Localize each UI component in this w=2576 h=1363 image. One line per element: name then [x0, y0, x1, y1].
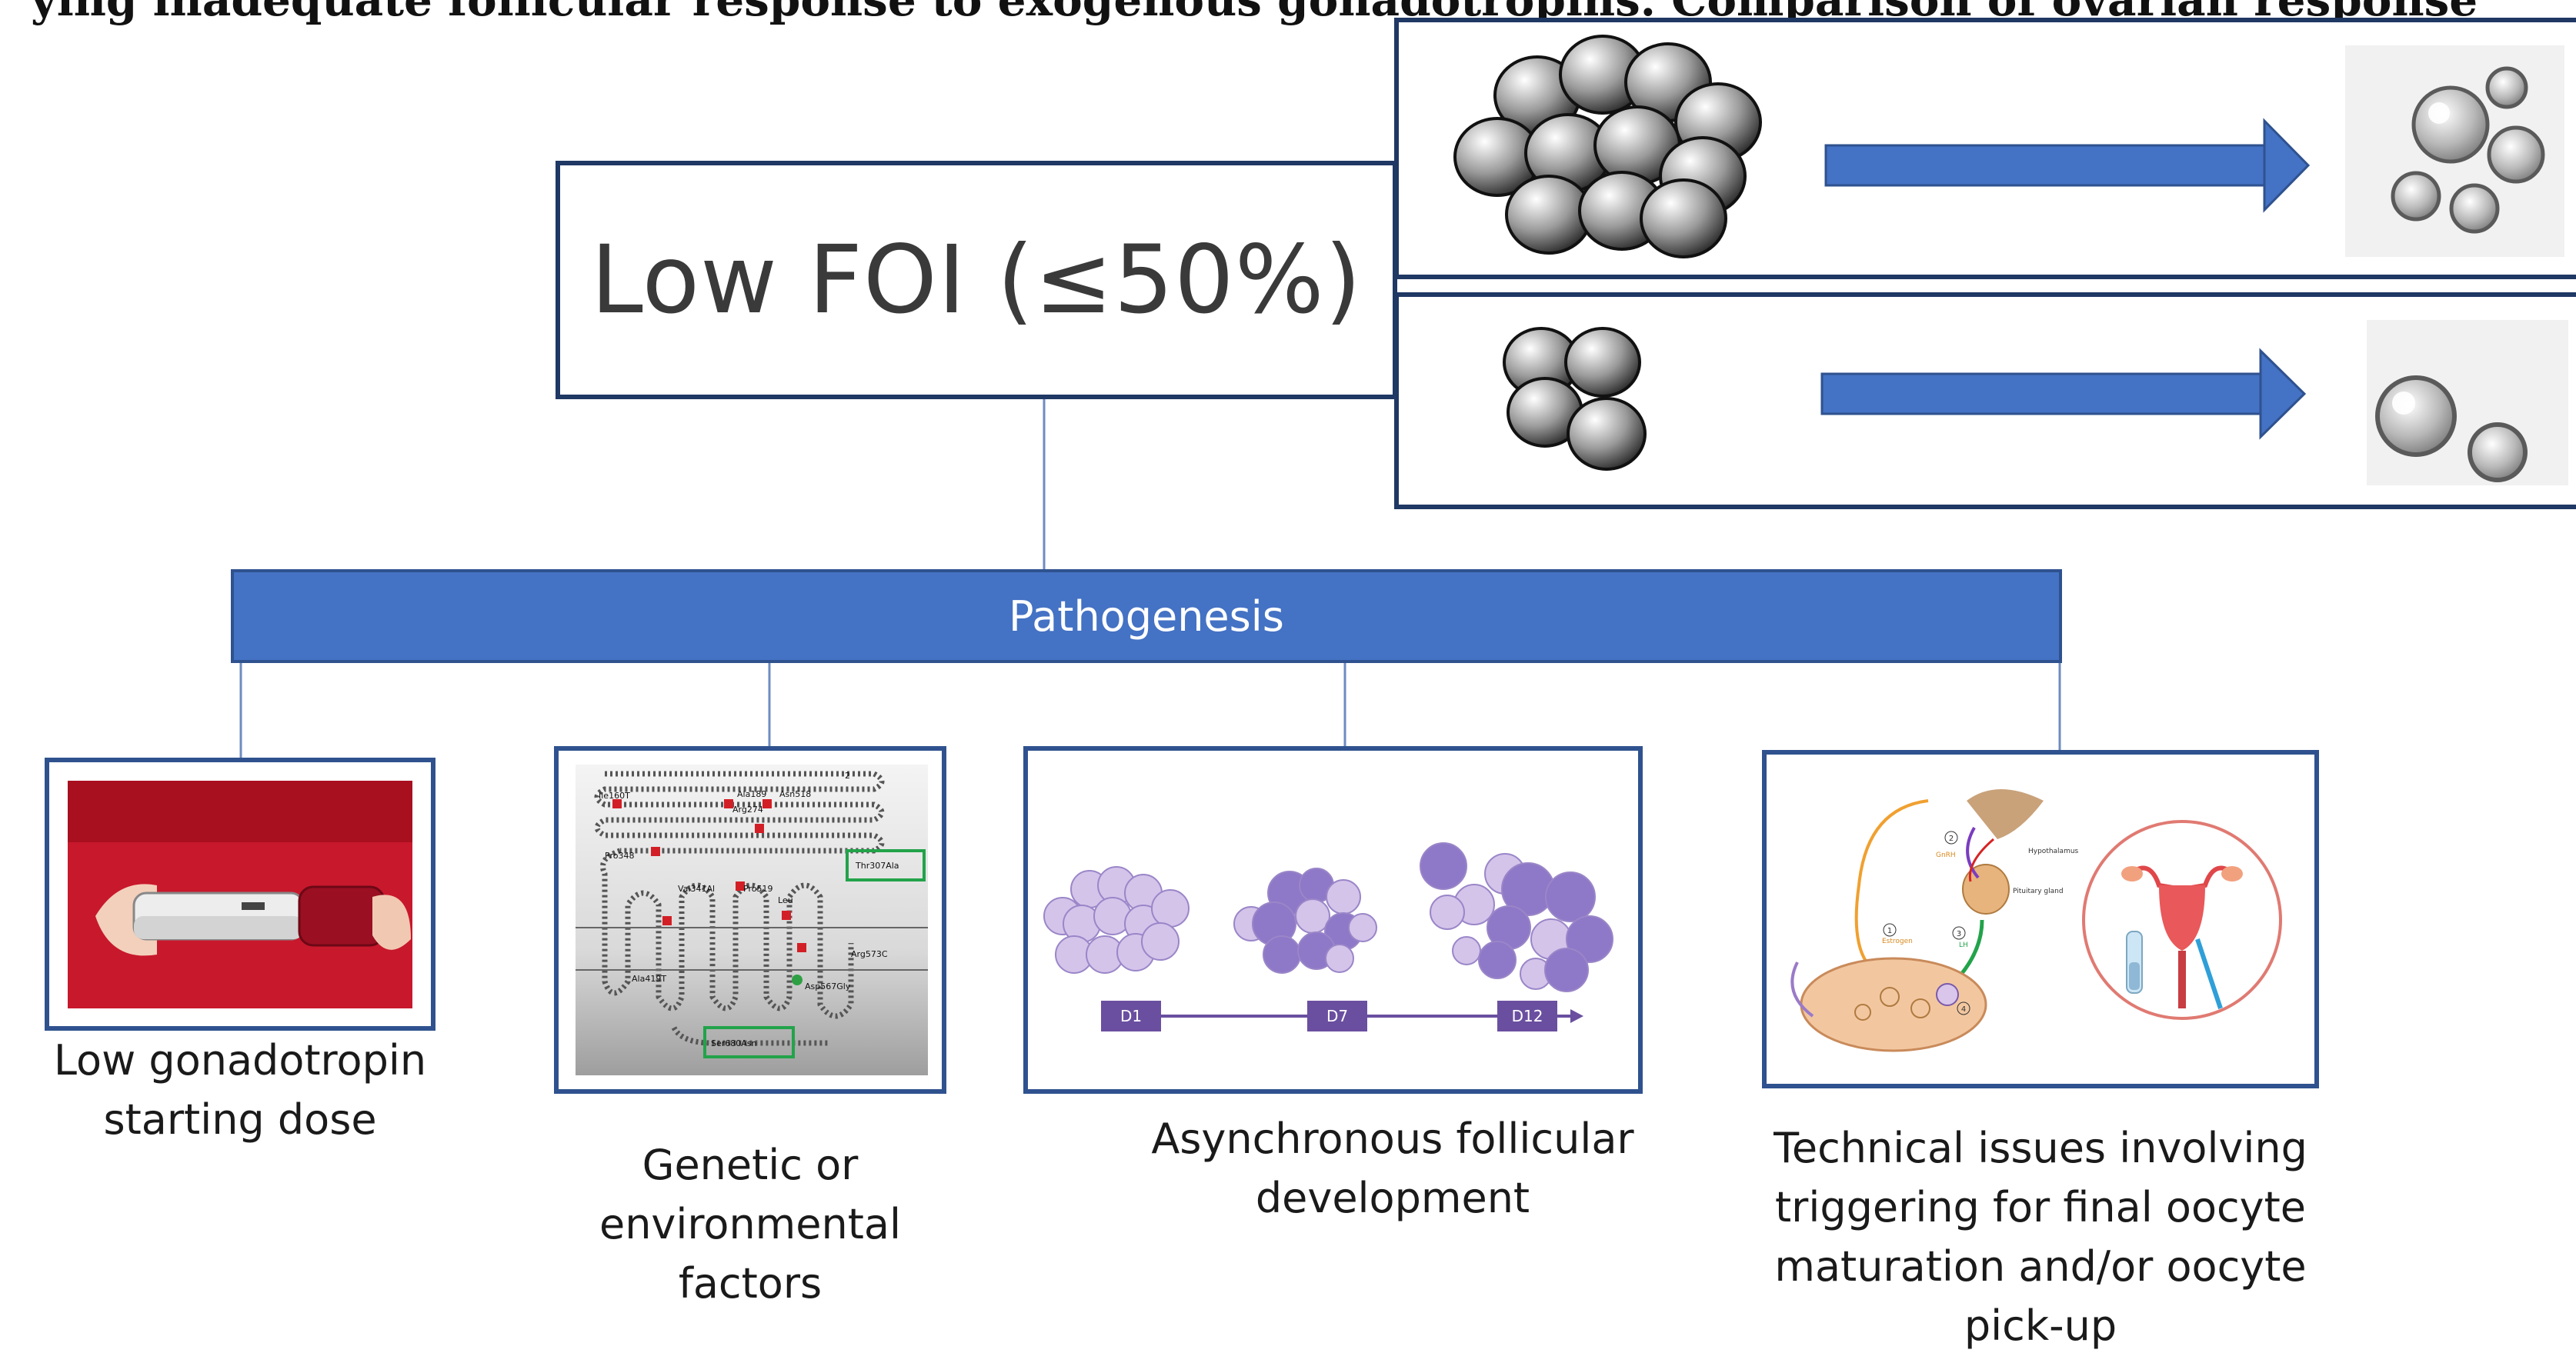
low-response-illustration: [1503, 320, 2568, 485]
mutation-markers: [612, 799, 806, 952]
follicle-cluster-large: [1453, 35, 1762, 258]
label-ala419: Ala419T: [632, 974, 666, 984]
pituitary-label: Pituitary gland: [2013, 888, 2064, 895]
label-arg573: Arg573C: [851, 949, 888, 959]
label-ile160: Ile160T: [599, 791, 630, 801]
label-pro348: Pro348: [605, 851, 634, 861]
cohort-day1: [1043, 866, 1190, 974]
cause-4-caption: Technical issues involving triggering fo…: [1774, 1124, 2307, 1350]
low-foi-title: Low FOI (≤50%): [590, 225, 1363, 335]
day-d12-box: [1497, 1001, 1557, 1031]
comparison-panel-low: [1394, 292, 2576, 509]
oocytes-few: [2367, 320, 2568, 485]
step-3-label: 3: [1957, 930, 1961, 938]
label-val341: Val341Al: [678, 884, 715, 894]
estrogen-label: Estrogen: [1882, 938, 1913, 945]
label-leu: Leu: [778, 895, 793, 905]
day-d7-label: D7: [1326, 1007, 1348, 1025]
label-thr307: Thr307Ala: [855, 861, 899, 871]
gnrh-label: GnRH: [1936, 851, 1956, 859]
step-2-label: 2: [1949, 835, 1954, 843]
label-ala189: Ala189: [737, 789, 766, 799]
comparison-panel-normal: [1394, 18, 2576, 279]
arrow-right-icon: [1820, 348, 2307, 440]
receptor-polymorphism-diagram: Ile160T Ala189 Asn518 Arg274 Thr307Ala P…: [576, 765, 928, 1075]
cause-1-image-card: [45, 758, 435, 1031]
pathogenesis-band: Pathogenesis: [231, 569, 2062, 663]
label-arg274: Arg274: [732, 805, 763, 815]
highlight-box-2: [703, 1026, 795, 1058]
oocytes-many: [2345, 45, 2564, 257]
lh-label: LH: [1959, 941, 1968, 949]
mutation-marker-green: [792, 975, 802, 985]
follicle-cohort-timeline: D1 D7 D12: [1043, 842, 1613, 1031]
highlight-box-1: [846, 849, 926, 881]
hypothalamus-label: Hypothalamus: [2028, 848, 2079, 855]
cause-3-caption: Asynchronous follicular development: [1151, 1115, 1634, 1222]
label-pro519: Pro519: [743, 884, 772, 894]
label-asp567: Asp567Gly: [805, 981, 851, 991]
cohort-day12: [1420, 842, 1613, 992]
cause-2-caption: Genetic or environmental factors: [599, 1141, 901, 1308]
arrow-right-icon: [1824, 118, 2311, 213]
day-d1-box: [1101, 1001, 1161, 1031]
day-d1-label: D1: [1120, 1007, 1142, 1025]
cause-2-image-card: Ile160T Ala189 Asn518 Arg274 Thr307Ala P…: [554, 746, 946, 1094]
hpo-axis-and-uterus-illustration: Hypothalamus Pituitary gland GnRH LH Est…: [1790, 789, 2282, 1052]
amino-acid-chain: [594, 771, 885, 1046]
cause-1-caption: Low gonadotropin starting dose: [53, 1036, 427, 1144]
step-4-label: 4: [1961, 1005, 1966, 1014]
day-timeline: D1 D7 D12: [1101, 1001, 1583, 1031]
cause-3-image-card: D1 D7 D12: [1023, 746, 1643, 1094]
day-d12-label: D12: [1512, 1007, 1543, 1025]
follicle-cluster-small: [1503, 327, 1647, 471]
gonadotropin-pen-photo: [49, 762, 431, 1026]
cause-4-image-card: Hypothalamus Pituitary gland GnRH LH Est…: [1762, 750, 2319, 1088]
pathogenesis-label: Pathogenesis: [1009, 592, 1284, 641]
receptor-labels: Ile160T Ala189 Asn518 Arg274 Thr307Ala P…: [599, 771, 899, 1048]
day-d7-box: [1307, 1001, 1367, 1031]
low-foi-title-box: Low FOI (≤50%): [556, 161, 1397, 399]
normal-response-illustration: [1453, 35, 2564, 258]
hpo-axis-illustration: Hypothalamus Pituitary gland GnRH LH Est…: [1790, 789, 2079, 1052]
label-asn518: Asn518: [779, 789, 811, 799]
step-1-label: 1: [1887, 927, 1892, 935]
uterus-retrieval-icon: [2082, 820, 2282, 1020]
label-two: 2: [845, 771, 850, 781]
cohort-day7: [1233, 868, 1377, 974]
label-ser680: Ser680Asn: [711, 1038, 757, 1048]
